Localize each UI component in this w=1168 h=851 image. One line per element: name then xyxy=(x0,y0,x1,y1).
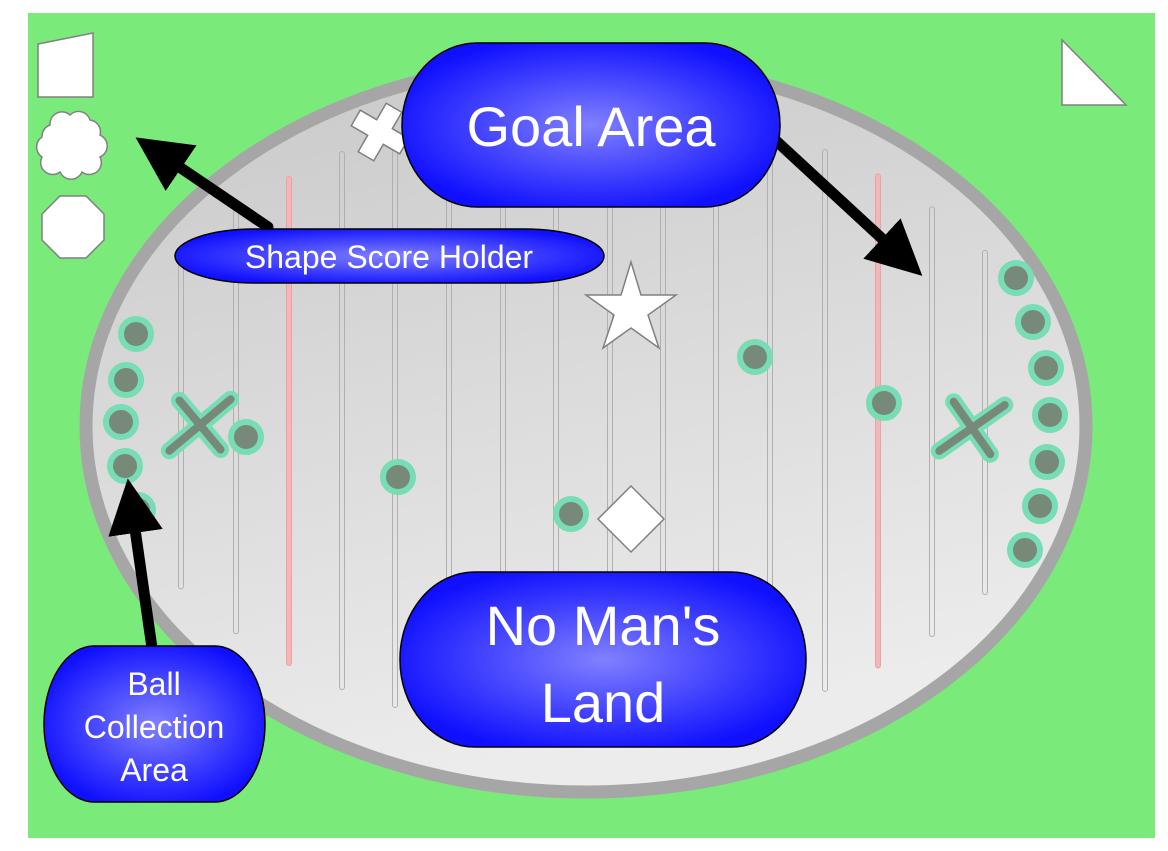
ball-collection-text-2: Collection xyxy=(84,709,225,745)
diamond-icon xyxy=(596,484,666,554)
ball-collection-text-1: Ball xyxy=(127,666,180,702)
ball xyxy=(866,385,902,421)
center-line xyxy=(286,176,292,666)
shape-score-holder-label: Shape Score Holder xyxy=(174,228,605,284)
ball xyxy=(228,419,264,455)
x-mark-left xyxy=(160,390,240,460)
trapezoid-icon xyxy=(37,32,94,98)
balls xyxy=(103,260,1068,568)
shape-score-holder-text: Shape Score Holder xyxy=(245,239,534,275)
no-mans-land-text-1: No Man's xyxy=(486,594,721,657)
arrow-to-goal-area xyxy=(766,131,923,276)
cloud-icon xyxy=(35,110,108,180)
arrow-to-ball-collection xyxy=(108,478,163,654)
no-mans-land-label: No Man's Land xyxy=(399,571,807,748)
ball-collection-text-3: Area xyxy=(120,752,188,788)
ball-collection-area-label: Ball Collection Area xyxy=(43,645,266,803)
lane-line xyxy=(339,151,345,690)
ball xyxy=(107,448,143,484)
ball xyxy=(108,362,144,398)
ball xyxy=(380,459,416,495)
ball xyxy=(1029,444,1065,480)
arrow-to-score-holder xyxy=(135,137,274,233)
goal-area-text: Goal Area xyxy=(466,95,716,158)
ball xyxy=(998,260,1034,296)
ball xyxy=(1015,304,1051,340)
lane-line xyxy=(929,206,935,637)
lane-line xyxy=(822,149,828,692)
ball xyxy=(1007,532,1043,568)
right-triangle-icon xyxy=(1061,38,1128,106)
ball xyxy=(1022,488,1058,524)
ball xyxy=(103,404,139,440)
goal-area-label: Goal Area xyxy=(401,42,781,208)
ball xyxy=(553,496,589,532)
star-icon xyxy=(583,259,679,350)
octagon-icon xyxy=(41,195,105,259)
ball xyxy=(1032,397,1068,433)
ball xyxy=(737,339,773,375)
x-mark-right xyxy=(930,393,1014,463)
ball xyxy=(1028,350,1064,386)
no-mans-land-text-2: Land xyxy=(541,671,666,734)
center-line xyxy=(875,173,881,669)
ball xyxy=(118,316,154,352)
plus-icon xyxy=(350,102,410,162)
